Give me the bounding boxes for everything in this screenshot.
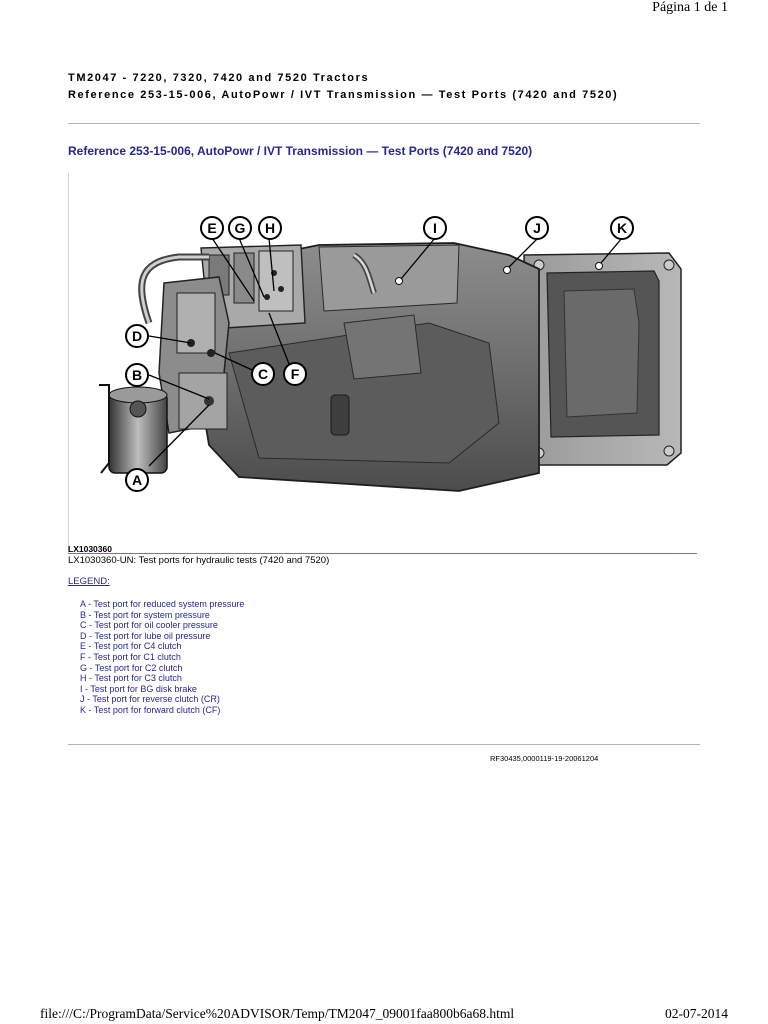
figure-caption: LX1030360-UN: Test ports for hydraulic t…: [68, 555, 330, 566]
legend-item: E - Test port for C4 clutch: [80, 641, 182, 652]
section-title: Reference 253-15-006, AutoPowr / IVT Tra…: [68, 144, 533, 158]
document-title-line-2: Reference 253-15-006, AutoPowr / IVT Tra…: [68, 89, 619, 101]
callout-c: C: [251, 362, 275, 386]
callout-f: F: [283, 362, 307, 386]
callout-e: E: [200, 216, 224, 240]
page-number: Página 1 de 1: [652, 0, 728, 15]
svg-text:E: E: [207, 220, 216, 236]
callout-j: J: [525, 216, 549, 240]
callout-i: I: [423, 216, 447, 240]
svg-text:H: H: [265, 220, 275, 236]
callout-a: A: [125, 468, 149, 492]
callout-d: D: [125, 324, 149, 348]
svg-text:G: G: [235, 220, 246, 236]
legend-list: A - Test port for reduced system pressur…: [80, 599, 244, 716]
transmission-illustration: E G H I J K D B C F A: [99, 216, 682, 492]
legend-item: H - Test port for C3 clutch: [80, 673, 182, 684]
svg-text:A: A: [132, 472, 142, 488]
svg-text:I: I: [433, 220, 437, 236]
callout-h: H: [258, 216, 282, 240]
reference-code: RF30435,0000119-19-20061204: [490, 754, 599, 763]
document-title: TM2047 - 7220, 7320, 7420 and 7520 Tract…: [68, 70, 718, 104]
legend-item: G - Test port for C2 clutch: [80, 662, 183, 673]
figure-id: LX1030360: [68, 544, 112, 554]
callout-g: G: [228, 216, 252, 240]
svg-text:B: B: [132, 367, 142, 383]
svg-text:J: J: [533, 220, 541, 236]
legend-item: K - Test port for forward clutch (CF): [80, 704, 221, 715]
footer-file-path: file:///C:/ProgramData/Service%20ADVISOR…: [40, 1006, 515, 1021]
callout-b: B: [125, 363, 149, 387]
transmission-figure: E G H I J K D B C F A: [68, 173, 697, 554]
callout-k: K: [610, 216, 634, 240]
svg-text:C: C: [258, 366, 268, 382]
svg-text:D: D: [132, 328, 142, 344]
svg-text:F: F: [291, 366, 300, 382]
footer-divider: [68, 744, 700, 745]
legend-item: A - Test port for reduced system pressur…: [80, 599, 245, 609]
legend-item: F - Test port for C1 clutch: [80, 651, 181, 662]
header-divider: [68, 123, 700, 124]
legend-item: J - Test port for reverse clutch (CR): [80, 694, 220, 705]
legend-item: D - Test port for lube oil pressure: [80, 630, 211, 641]
legend-item: I - Test port for BG disk brake: [80, 683, 197, 694]
legend-title[interactable]: LEGEND:: [68, 576, 110, 587]
legend-item: C - Test port for oil cooler pressure: [80, 620, 218, 631]
legend-item: B - Test port for system pressure: [80, 609, 210, 620]
document-title-line-1: TM2047 - 7220, 7320, 7420 and 7520 Tract…: [68, 72, 370, 84]
svg-text:K: K: [617, 220, 627, 236]
footer-date: 02-07-2014: [665, 1006, 728, 1021]
